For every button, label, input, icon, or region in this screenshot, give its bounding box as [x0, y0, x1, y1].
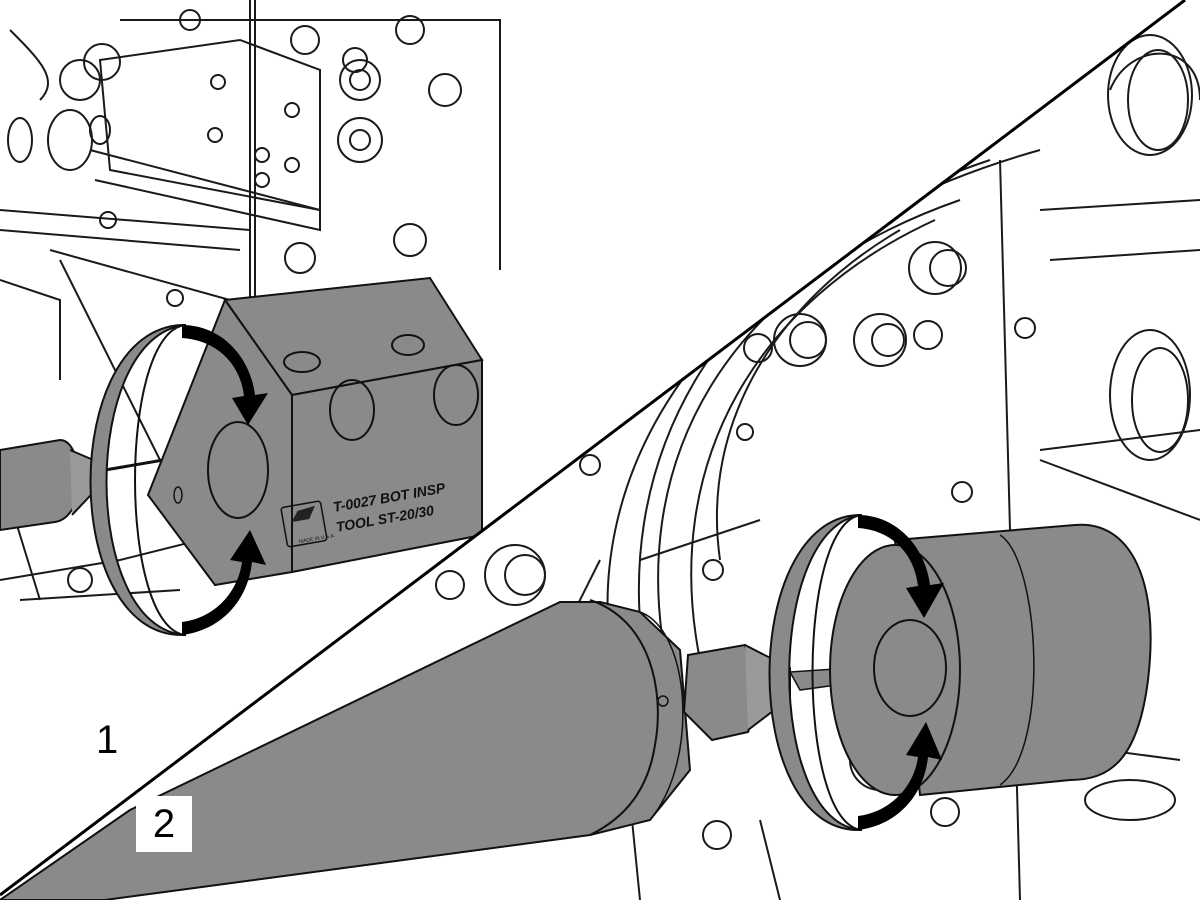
rotation-ring-2: [768, 514, 863, 831]
rotation-ring-1: [89, 324, 187, 636]
cylinder-part: [829, 523, 1152, 797]
panel-2-label: 2: [136, 796, 192, 852]
panel-1: MADE IN U.S.A. T-0027 BOT INSP TOOL ST-2…: [0, 0, 501, 636]
curved-arrow-icon: [858, 515, 944, 830]
panel-divider: [0, 0, 1186, 897]
curved-arrow-icon: [182, 325, 268, 635]
tool-block: MADE IN U.S.A. T-0027 BOT INSP TOOL ST-2…: [146, 276, 484, 587]
panel-1-label: 1: [96, 718, 119, 762]
haas-logo-icon: [280, 500, 328, 548]
